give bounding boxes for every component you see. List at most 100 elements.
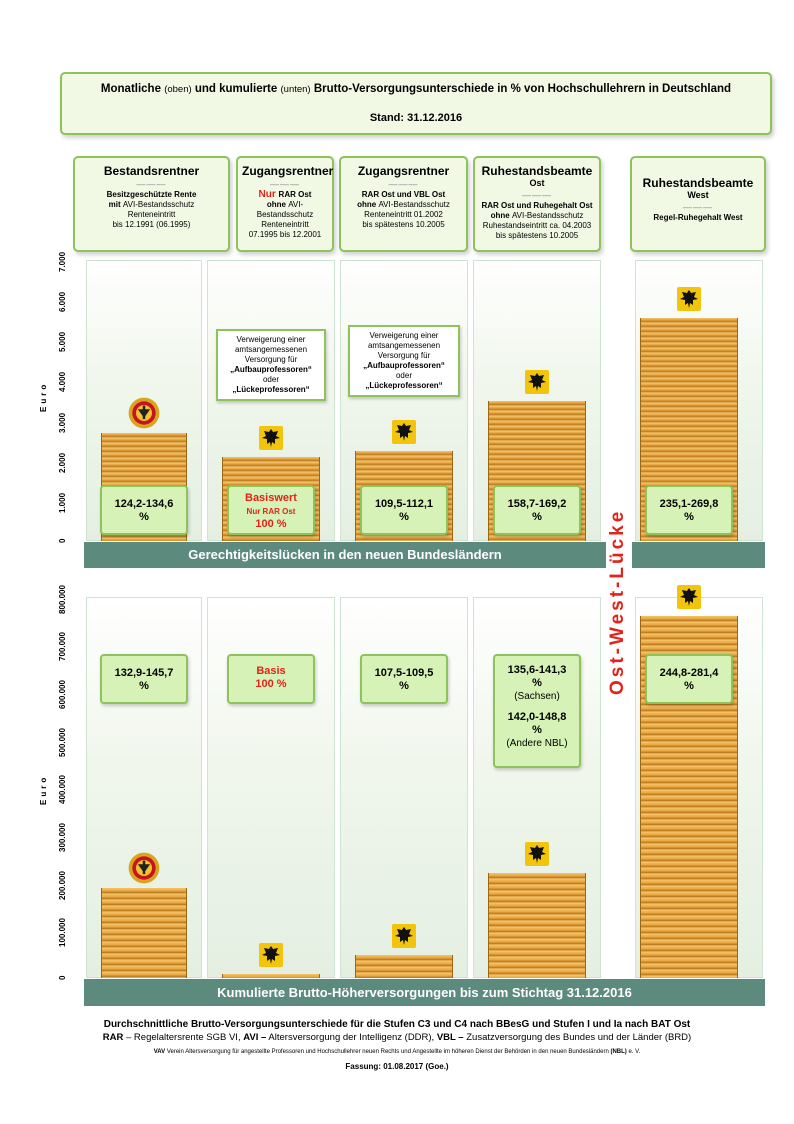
pct-region: (Andere NBL) (506, 738, 568, 749)
band-gerechtigkeitsluecken: Gerechtigkeitslücken in den neuen Bundes… (84, 542, 606, 568)
y-tick-label: 0 (58, 538, 67, 544)
y-tick-label: 500.000 (58, 727, 67, 757)
ost-west-luecke-label: Ost-West-Lücke (607, 509, 628, 695)
federal-eagle-icon (391, 923, 417, 949)
federal-eagle-icon (524, 841, 550, 867)
header-text: AVI-Bestandsschutz (511, 211, 584, 220)
y-tick-label: 100.000 (58, 918, 67, 948)
y-axis-label: Euro (39, 774, 48, 805)
pct-unit: % (399, 511, 409, 523)
y-tick-label: 7.000 (58, 251, 67, 272)
header-title: Bestandsrentner (103, 164, 200, 178)
federal-eagle-icon (676, 584, 702, 610)
header-keyword: ohne (266, 200, 289, 209)
footer-fassung: Fassung: 01.08.2017 (Goe.) (345, 1062, 449, 1071)
pct-value: 107,5-109,5 (374, 667, 434, 679)
header-title: Ruhestandsbeamte (642, 176, 754, 190)
header-divider: ——— (522, 190, 552, 200)
header-line: ohne AVI-Bestandsschutz (242, 200, 328, 220)
header-text: RAR Ost (278, 190, 312, 199)
y-tick-label: 2.000 (58, 452, 67, 473)
pct-unit: % (684, 680, 694, 692)
note-line: Versorgung für (244, 355, 298, 364)
header-line: Ruhestandseintritt ca. 04.2003 (482, 221, 592, 230)
header-line: ohne AVI-Bestandsschutz (345, 200, 462, 210)
note-keyword: „Aufbauprofessoren“ (230, 365, 312, 374)
header-keyword: Nur (258, 189, 279, 200)
bottom-pct-1: 132,9-145,7% (100, 654, 188, 704)
federal-eagle-icon (258, 425, 284, 451)
y-tick-label: 6.000 (58, 292, 67, 313)
header-keyword: ohne (490, 211, 512, 220)
pct-label: Basis (256, 665, 286, 677)
y-tick-label: 4.000 (58, 372, 67, 393)
bottom-bar-3 (355, 955, 453, 978)
bottom-pct-5: 244,8-281,4% (645, 654, 733, 704)
header-line: Besitzgeschützte Rente (106, 190, 197, 199)
note-keyword: „Aufbauprofessoren“ (363, 361, 445, 370)
header-title: Ruhestandsbeamte (481, 164, 593, 178)
bottom-pct-4: 135,6-141,3%(Sachsen)142,0-148,8%(Andere… (493, 654, 581, 768)
header-divider: ——— (388, 179, 419, 189)
header-line: RAR Ost und VBL Ost (361, 190, 446, 199)
header-line: RAR Ost und Ruhegehalt Ost (481, 201, 593, 210)
pct-value: 235,1-269,8 (659, 498, 719, 510)
y-axis-label: Euro (39, 381, 48, 412)
note-keyword: „Lückeprofessoren“ (365, 381, 443, 390)
bottom-bar-1 (101, 887, 187, 978)
note-line: Versorgung für (377, 351, 431, 360)
header-line: Renteneintritt (261, 220, 309, 229)
federal-eagle-icon (676, 286, 702, 312)
note-keyword: „Lückeprofessoren“ (232, 385, 310, 394)
footer-vav: VAV Verein Altersversorgung für angestel… (153, 1049, 641, 1055)
pct-value: 100 % (255, 518, 287, 530)
header-line: Nur RAR Ost (242, 190, 328, 200)
pct-value: 142,0-148,8 (507, 711, 567, 723)
top-pct-5: 235,1-269,8% (645, 485, 733, 535)
note-line: oder (395, 371, 412, 380)
y-tick-label: 200.000 (58, 870, 67, 900)
header-title: Zugangsrentner (357, 164, 450, 178)
header-sub: West (687, 190, 709, 200)
header-keyword: mit (108, 200, 123, 209)
header-line: Renteneintritt 01.2002 (364, 210, 443, 219)
footer: Durchschnittliche Brutto-Versorgungsunte… (0, 1018, 794, 1073)
pct-unit: % (139, 511, 149, 523)
top-pct-4: 158,7-169,2% (493, 485, 581, 535)
header-text: AVI-Bestandsschutz (256, 200, 314, 219)
ddr-emblem-icon (128, 397, 160, 429)
pct-unit: % (139, 680, 149, 692)
band-kumulierte: Kumulierte Brutto-Höherversorgungen bis … (84, 979, 765, 1006)
y-tick-label: 1.000 (58, 492, 67, 513)
pct-value: 135,6-141,3 (507, 664, 567, 676)
header-1: Bestandsrentner———Besitzgeschützte Rente… (73, 156, 230, 252)
header-line: ohne AVI-Bestandsschutz (479, 211, 595, 221)
pct-region: (Sachsen) (514, 691, 560, 702)
header-sub: Ost (529, 178, 545, 188)
pct-value: 109,5-112,1 (374, 498, 434, 510)
pct-value: 132,9-145,7 (114, 667, 174, 679)
federal-eagle-icon (524, 369, 550, 395)
chart-date: Stand: 31.12.2016 (369, 112, 463, 124)
bottom-bar-2 (222, 974, 320, 978)
y-tick-label: 600.000 (58, 680, 67, 710)
y-tick-label: 800.000 (58, 584, 67, 614)
pct-value: 100 % (255, 678, 287, 690)
header-line: bis 12.1991 (06.1995) (112, 220, 191, 229)
note-line: amtsangemessenen (234, 345, 308, 354)
ost-west-luecke-text: Ost-West-Lücke (607, 509, 628, 695)
top-pct-1: 124,2-134,6% (100, 485, 188, 535)
y-tick-label: 300.000 (58, 823, 67, 852)
header-divider: ——— (683, 202, 713, 212)
header-divider: ——— (270, 179, 300, 189)
pct-unit: % (532, 511, 542, 523)
top-pct-3: 109,5-112,1% (360, 485, 448, 535)
y-tick-label: 5.000 (58, 332, 67, 353)
